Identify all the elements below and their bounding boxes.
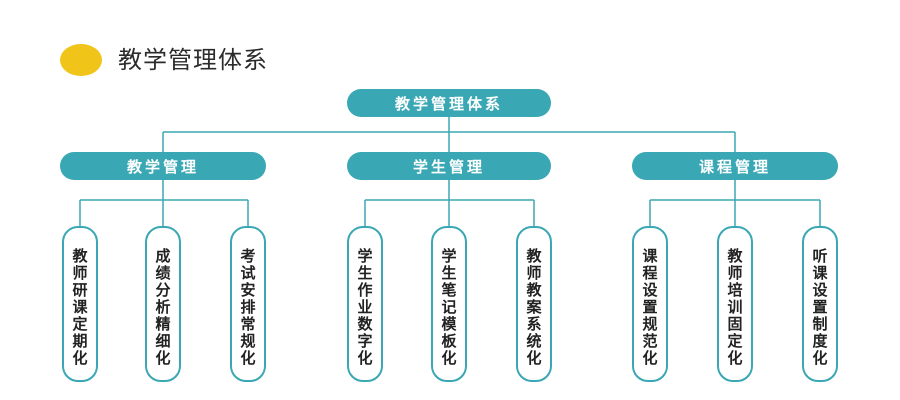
category-student-management: 学生管理 <box>347 152 551 180</box>
leaf-node: 听课设置制度化 <box>802 226 838 382</box>
leaf-node: 课程设置规范化 <box>632 226 668 382</box>
leaf-label: 教师培训固定化 <box>725 248 744 367</box>
page-title: 教学管理体系 <box>118 46 268 74</box>
leaf-node: 教师研课定期化 <box>62 226 98 382</box>
category-label: 教学管理 <box>126 157 199 176</box>
leaf-node: 学生笔记模板化 <box>431 226 467 382</box>
leaf-node: 学生作业数字化 <box>347 226 383 382</box>
root-node-label: 教学管理体系 <box>394 94 503 113</box>
leaf-node: 成绩分析精细化 <box>145 226 181 382</box>
leaf-label: 听课设置制度化 <box>810 248 829 367</box>
leaf-label: 教师教案系统化 <box>524 248 543 367</box>
category-course-management: 课程管理 <box>632 152 838 180</box>
leaf-label: 教师研课定期化 <box>70 248 89 367</box>
leaf-label: 学生作业数字化 <box>355 248 374 367</box>
leaf-label: 课程设置规范化 <box>640 248 659 367</box>
category-teaching-management: 教学管理 <box>60 152 266 180</box>
leaf-node: 教师培训固定化 <box>717 226 753 382</box>
category-label: 课程管理 <box>698 157 771 176</box>
leaf-node: 教师教案系统化 <box>516 226 552 382</box>
leaf-label: 学生笔记模板化 <box>439 248 458 367</box>
leaf-label: 考试安排常规化 <box>238 248 257 367</box>
root-node: 教学管理体系 <box>347 89 551 117</box>
leaf-node: 考试安排常规化 <box>230 226 266 382</box>
leaf-label: 成绩分析精细化 <box>153 248 172 367</box>
category-label: 学生管理 <box>412 157 485 176</box>
header-dot-icon <box>60 44 102 76</box>
